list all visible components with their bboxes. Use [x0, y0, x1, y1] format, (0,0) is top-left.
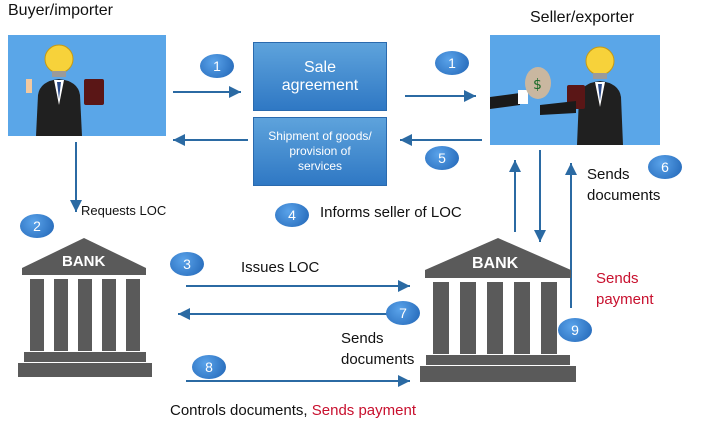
shipment-line3: services	[297, 159, 342, 173]
buyer-label: Buyer/importer	[8, 2, 113, 19]
step-badge-5: 5	[425, 146, 459, 170]
seller-businessman-icon: $	[490, 46, 623, 145]
step-badge-6: 6	[648, 155, 682, 179]
buyer-businessman-icon	[26, 44, 104, 136]
bank-sends-documents-line2: documents	[341, 351, 415, 368]
bank-sends-documents-line1: Sends	[341, 330, 384, 347]
buyer-panel	[8, 35, 166, 136]
shipment-line2: provision of	[289, 144, 351, 158]
step-badge-8: 8	[192, 355, 226, 379]
sale-agreement-box: Sale agreement	[253, 42, 387, 111]
seller-bank-icon	[420, 238, 576, 382]
step-badge-4: 4	[275, 203, 309, 227]
buyer-bank-icon	[18, 238, 152, 377]
svg-text:$: $	[533, 77, 542, 93]
sends-payment-line2: payment	[596, 291, 654, 308]
sale-agreement-line2: agreement	[281, 76, 359, 94]
step-badge-7: 7	[386, 301, 420, 325]
informs-seller-text: Informs seller of LOC	[320, 204, 462, 221]
step-badge-1-seller: 1	[435, 51, 469, 75]
shipment-line1: Shipment of goods/	[268, 129, 372, 143]
seller-bank-label: BANK	[472, 255, 519, 272]
step-badge-9: 9	[558, 318, 592, 342]
requests-loc-text: Requests LOC	[81, 203, 167, 218]
step-badge-3: 3	[170, 252, 204, 276]
seller-sends-documents-line2: documents	[587, 187, 661, 204]
seller-sends-documents-line1: Sends	[587, 166, 630, 183]
seller-label: Seller/exporter	[530, 9, 635, 26]
shipment-box: Shipment of goods/ provision of services	[253, 117, 387, 186]
controls-documents-text: Controls documents, Sends payment	[170, 402, 416, 419]
controls-sends-payment-label: Sends payment	[311, 402, 416, 419]
seller-panel: $	[490, 35, 660, 145]
sends-payment-line1: Sends	[596, 270, 639, 287]
buyer-bank-label: BANK	[62, 253, 106, 270]
step-badge-2: 2	[20, 214, 54, 238]
sale-agreement-line1: Sale	[303, 58, 337, 76]
issues-loc-text: Issues LOC	[241, 259, 320, 276]
controls-documents-label: Controls documents,	[170, 402, 308, 419]
step-badge-1-buyer: 1	[200, 54, 234, 78]
